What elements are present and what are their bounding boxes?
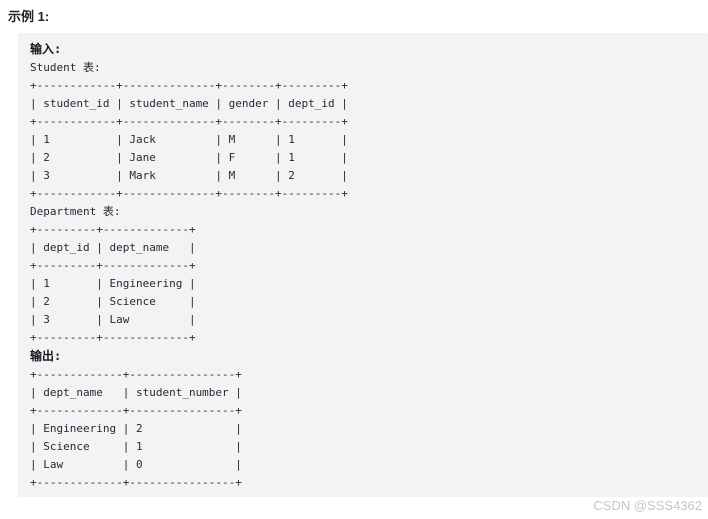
output-label: 输出: (30, 349, 62, 363)
student-table-ascii: +------------+--------------+--------+--… (30, 79, 348, 200)
example-code-block: 输入: Student 表: +------------+-----------… (18, 33, 708, 497)
csdn-watermark: CSDN @SSS4362 (593, 498, 702, 513)
student-table-caption: Student 表: (30, 61, 101, 74)
input-label: 输入: (30, 42, 62, 56)
department-table-caption: Department 表: (30, 205, 121, 218)
output-table-ascii: +-------------+----------------+ | dept_… (30, 368, 242, 489)
department-table-ascii: +---------+-------------+ | dept_id | de… (30, 223, 196, 344)
example-title: 示例 1: (8, 9, 50, 24)
